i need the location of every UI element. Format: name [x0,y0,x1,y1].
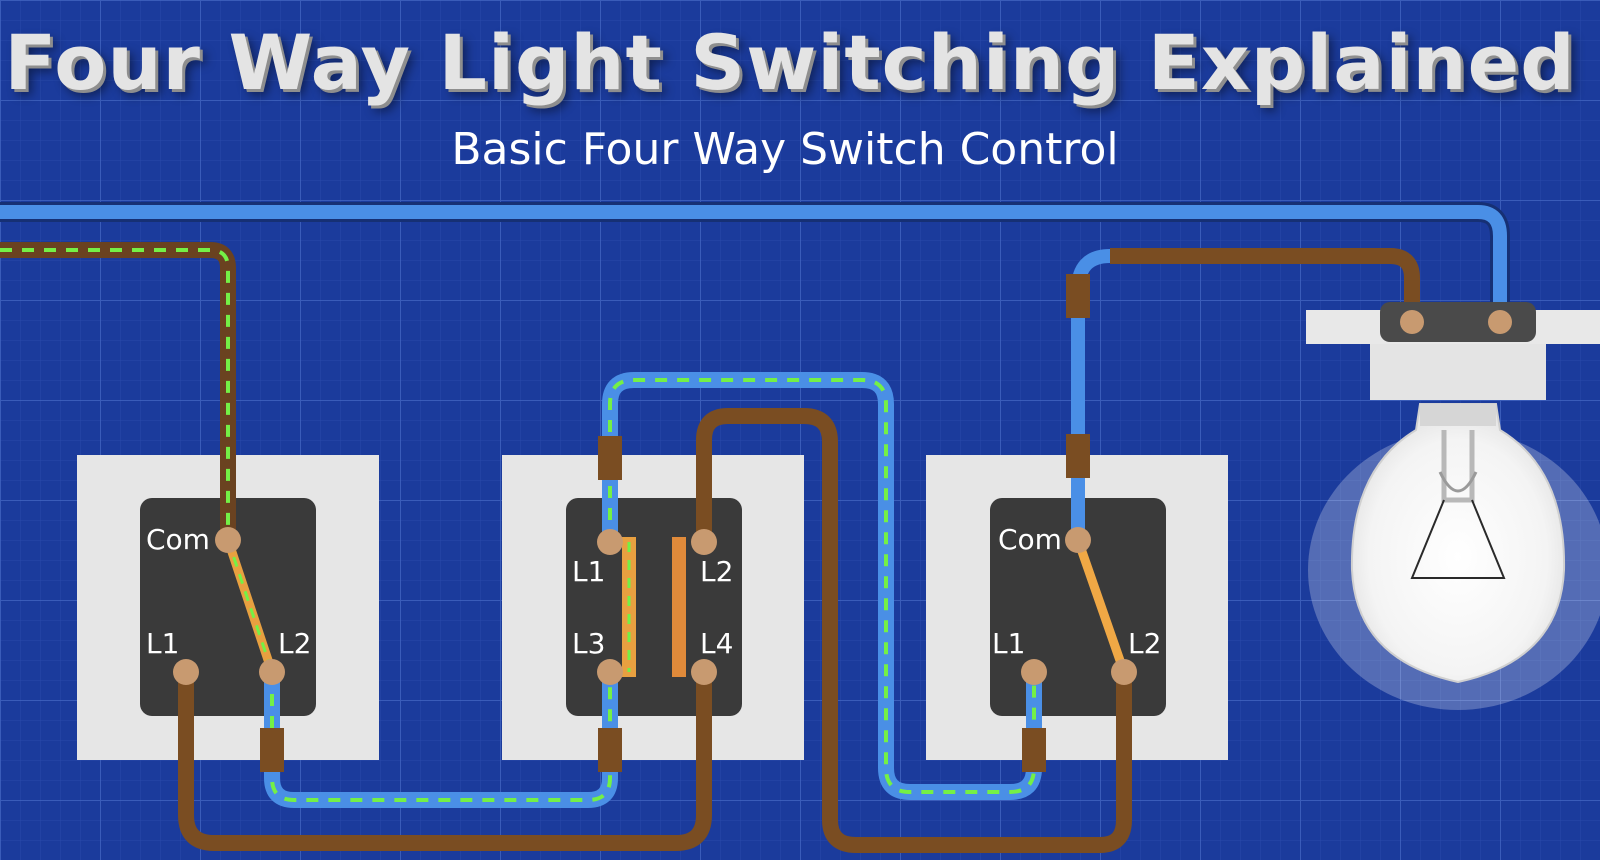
switched-live-to-lamp [1110,248,1420,322]
label-right-l2: L2 [1128,627,1162,660]
neutral-wire [0,205,1507,320]
label-left-l1: L1 [146,627,180,660]
terminal-middle-l3 [597,659,623,685]
contact-left-current [226,539,274,673]
page-title: Four Way Light Switching Explained [4,18,1576,107]
terminal-right-l1 [1021,659,1047,685]
terminal-left-l2 [259,659,285,685]
label-right-com: Com [998,523,1062,556]
sleeve-right-com [1066,434,1090,478]
lamp-terminal-neutral [1488,310,1512,334]
contact-middle-l2-l4 [672,537,686,677]
terminal-left-l1 [173,659,199,685]
label-middle-l2: L2 [700,555,734,588]
lamp-holder [1370,344,1546,400]
label-middle-l3: L3 [572,627,606,660]
terminal-middle-l4 [691,659,717,685]
contact-right-arm [1073,535,1129,677]
switch-body-middle [566,498,742,716]
lamp-terminal-live [1400,310,1424,334]
sleeve-left-l2 [260,728,284,772]
terminal-right-l2 [1111,659,1137,685]
supply-live-current [0,248,230,540]
label-middle-l4: L4 [700,627,734,660]
light-bulb [1308,403,1600,710]
label-middle-l1: L1 [572,555,606,588]
label-left-com: Com [146,523,210,556]
traveler-left-l2-current [270,672,612,802]
traveler-left-l1-to-middle-l4 [178,672,712,851]
contact-middle-l1-l3 [622,537,636,677]
terminal-right-com [1065,527,1091,553]
traveler-middle-l1-current [608,378,1036,794]
page-subtitle: Basic Four Way Switch Control [451,124,1119,175]
terminal-middle-l1 [597,529,623,555]
sleeve-middle-l1 [598,436,622,480]
label-left-l2: L2 [278,627,312,660]
sleeve-middle-l3 [598,728,622,772]
terminal-middle-l2 [691,529,717,555]
traveler-middle-l2-to-right-l2 [696,408,1132,853]
sleeve-right-l1 [1022,728,1046,772]
terminal-left-com [215,527,241,553]
label-right-l1: L1 [992,627,1026,660]
sleeve-right-com-top [1066,274,1090,318]
